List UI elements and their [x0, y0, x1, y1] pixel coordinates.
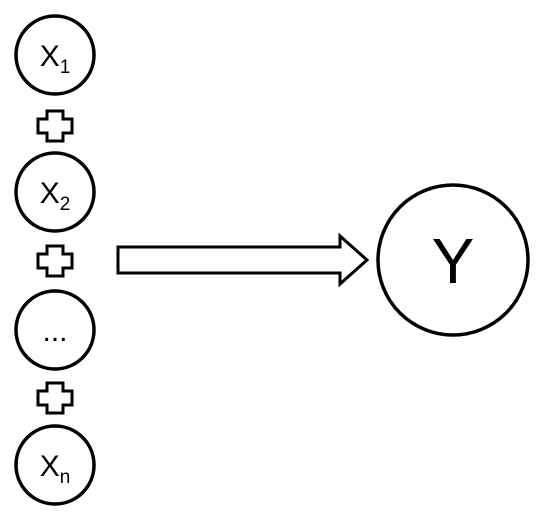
input-node-ellipsis: ...: [14, 289, 96, 371]
plus-icon: [36, 109, 74, 143]
output-node-y: Y: [376, 183, 530, 337]
input-node-subscript: 1: [60, 57, 71, 78]
input-node-base: X: [40, 177, 60, 210]
plus-icon: [36, 244, 74, 278]
input-node-base: ...: [42, 315, 67, 348]
input-node-label: X1: [40, 40, 71, 78]
input-node-label: X2: [40, 177, 71, 215]
input-node-x2: X2: [14, 151, 96, 233]
input-node-subscript: 2: [60, 194, 71, 215]
input-node-x1: X1: [14, 14, 96, 96]
input-node-base: X: [40, 40, 60, 73]
output-node-label: Y: [432, 225, 475, 297]
input-node-label: Xn: [40, 450, 71, 488]
input-node-circle: [14, 14, 96, 96]
input-node-xn: Xn: [14, 424, 96, 506]
input-node-circle: [14, 289, 96, 371]
input-node-circle: [14, 424, 96, 506]
input-node-circle: [14, 151, 96, 233]
input-node-base: X: [40, 450, 60, 483]
plus-icon: [36, 381, 74, 415]
input-node-label: ...: [42, 315, 67, 348]
input-node-subscript: n: [60, 467, 71, 488]
output-node-circle: [376, 183, 530, 337]
arrow-right-icon: [116, 232, 370, 288]
